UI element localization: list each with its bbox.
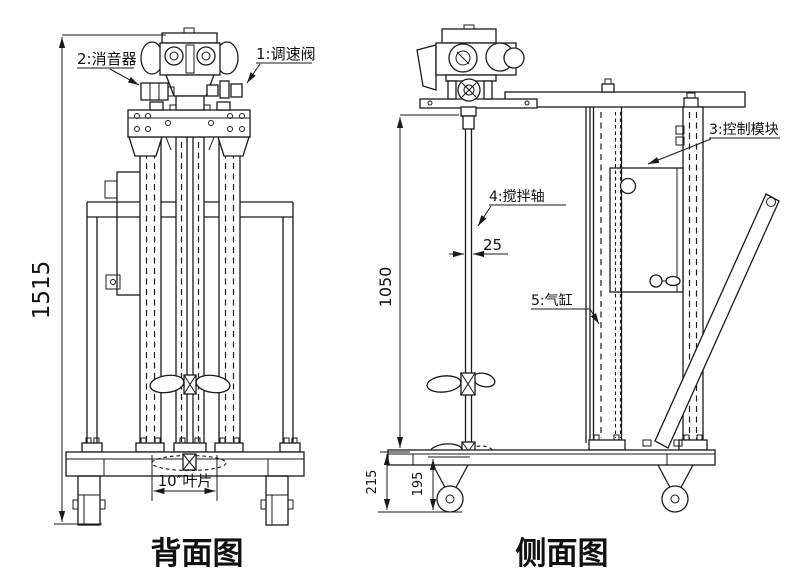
label-muffler: 2:消音器 <box>77 50 140 86</box>
dimension-wheel-height: 195 <box>411 456 470 510</box>
dim-215: 215 <box>365 470 380 495</box>
dim-blade: 10″叶片 <box>158 472 213 490</box>
side-view-title: 侧面图 <box>516 536 609 572</box>
side-view: 1050 25 215 195 3:控制模块 4:搅拌 <box>365 24 780 572</box>
speed-valve <box>206 80 243 99</box>
tilt-handle <box>654 193 780 449</box>
label-air-cylinder: 5:气缸 <box>531 292 600 325</box>
dim-195: 195 <box>411 472 426 497</box>
back-view: 1515 10″叶片 2:消音器 1:调速阀 背面图 <box>29 27 316 572</box>
dimension-base-height: 215 <box>365 451 462 513</box>
caster-back-left <box>72 475 106 526</box>
caster-back-right <box>260 475 294 526</box>
dim-1515: 1515 <box>29 261 55 320</box>
muffler <box>140 82 175 101</box>
propeller-side <box>426 372 496 396</box>
label-muffler-text: 2:消音器 <box>77 50 137 68</box>
label-mixing-shaft: 4:搅拌轴 <box>477 189 566 227</box>
label-speed-valve: 1:调速阀 <box>246 45 316 84</box>
motor-mount-plate <box>127 104 251 138</box>
air-cylinder <box>585 107 626 451</box>
mixing-shaft <box>460 106 477 447</box>
caster-side-left <box>432 464 469 513</box>
label-control-module-text: 3:控制模块 <box>709 122 779 138</box>
back-view-title: 背面图 <box>151 536 244 572</box>
caster-side-right <box>657 464 694 513</box>
air-motor-back <box>140 27 243 111</box>
dimension-shaft-dia: 25 <box>449 236 508 258</box>
base-side <box>387 439 716 466</box>
dimension-total-height: 1515 <box>29 34 166 525</box>
dim-25: 25 <box>483 236 502 254</box>
label-control-module: 3:控制模块 <box>647 122 780 165</box>
dim-1050: 1050 <box>376 267 395 308</box>
dimension-shaft-length: 1050 <box>376 114 459 448</box>
label-air-cylinder-text: 5:气缸 <box>531 292 573 309</box>
label-speed-valve-text: 1:调速阀 <box>256 45 316 63</box>
propeller-back <box>149 374 231 395</box>
label-mixing-shaft-text: 4:搅拌轴 <box>489 189 545 205</box>
air-motor-side <box>416 24 538 109</box>
top-plate <box>504 78 746 109</box>
module-knob <box>619 177 681 288</box>
support-columns <box>139 136 241 454</box>
dimension-blade: 10″叶片 <box>151 455 218 501</box>
base-back <box>65 437 305 477</box>
cart-frame <box>81 201 301 453</box>
